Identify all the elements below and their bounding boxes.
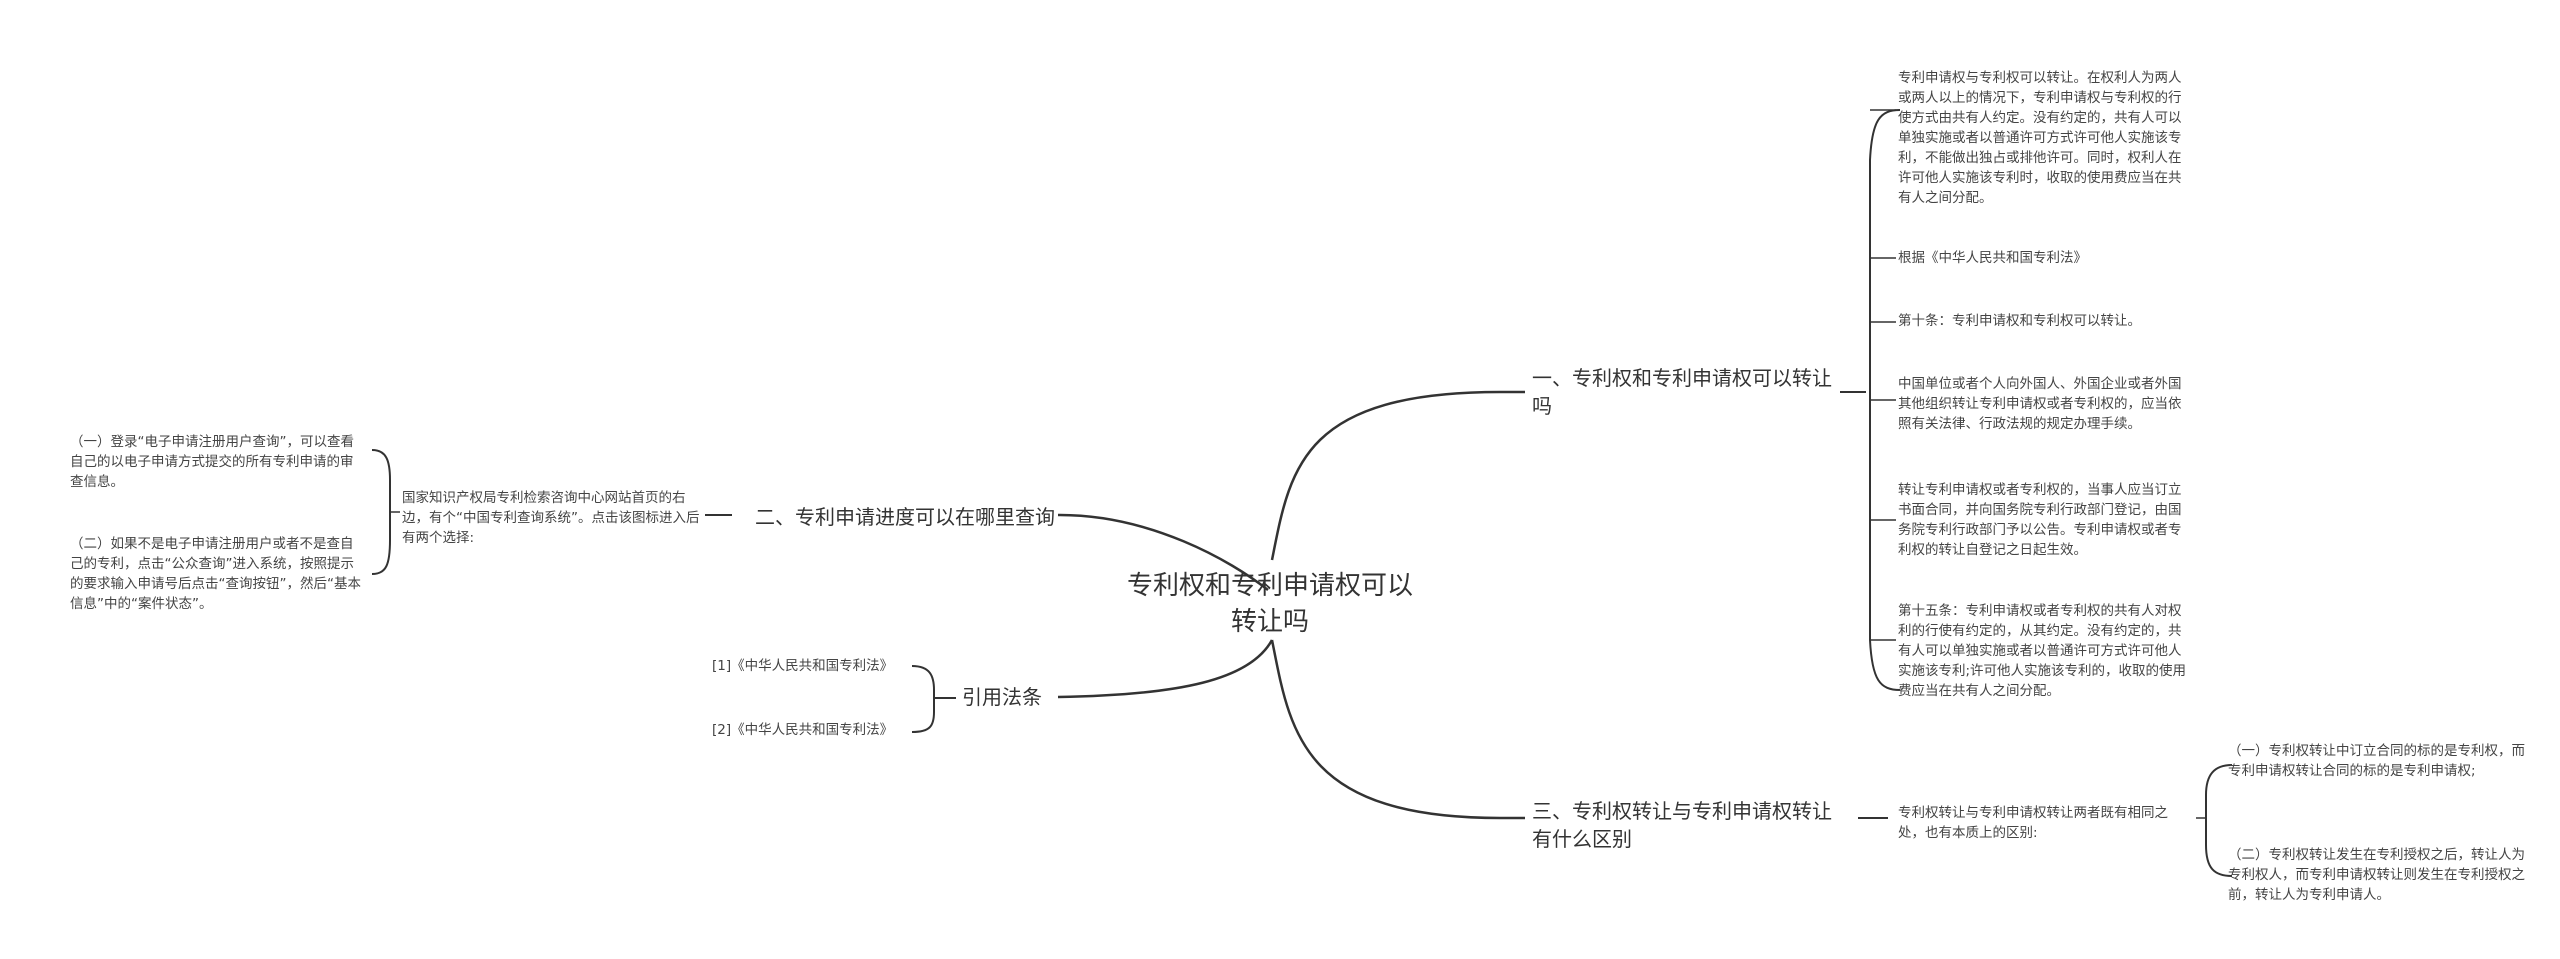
b1-leaf-1: 专利申请权与专利权可以转让。在权利人为两人或两人以上的情况下，专利申请权与专利权… [1898, 70, 2182, 206]
b1-leaf-5: 转让专利申请权或者专利权的，当事人应当订立书面合同，并向国务院专利行政部门登记，… [1898, 482, 2182, 558]
law-citation-1: [1]《中华人民共和国专利法》 [712, 658, 894, 674]
link-root-b1 [1270, 390, 1525, 561]
brace-b3 [2205, 764, 2233, 877]
b3-subleaf-2: （二）专利权转让发生在专利授权之后，转让人为专利权人，而专利申请权转让则发生在专… [2228, 847, 2525, 903]
b2-leaf: 国家知识产权局专利检索咨询中心网站首页的右边，有个“中国专利查询系统”。点击该图… [402, 490, 700, 546]
branch-transferability[interactable]: 一、专利权和专利申请权可以转让吗 [1532, 366, 1832, 418]
branch-progress-query[interactable]: 二、专利申请进度可以在哪里查询 [755, 505, 1055, 529]
brace-b2 [371, 449, 391, 575]
b1-leaf-6: 第十五条：专利申请权或者专利权的共有人对权利的行使有约定的，从其约定。没有约定的… [1898, 603, 2187, 699]
brace-b4 [911, 665, 935, 733]
b1-leaf-3: 第十条：专利申请权和专利权可以转让。 [1898, 313, 2141, 329]
law-citation-2: [2]《中华人民共和国专利法》 [712, 722, 894, 738]
root-topic[interactable]: 专利权和专利申请权可以转让吗 [1126, 571, 1413, 637]
link-root-b2 [1058, 513, 1269, 591]
b1-leaf-4: 中国单位或者个人向外国人、外国企业或者外国其他组织转让专利申请权或者专利权的，应… [1898, 376, 2182, 432]
branch-cited-laws[interactable]: 引用法条 [962, 685, 1042, 709]
b3-subleaf-1: （一）专利权转让中订立合同的标的是专利权，而专利申请权转让合同的标的是专利申请权… [2228, 743, 2525, 779]
branch-differences[interactable]: 三、专利权转让与专利申请权转让有什么区别 [1532, 799, 1832, 851]
b2-subleaf-1: （一）登录“电子申请注册用户查询”，可以查看自己的以电子申请方式提交的所有专利申… [70, 434, 354, 490]
link-root-b4 [1057, 639, 1274, 699]
link-root-b3 [1270, 639, 1525, 820]
b2-subleaf-2: （二）如果不是电子申请注册用户或者不是查自己的专利，点击“公众查询”进入系统，按… [70, 536, 361, 612]
b3-leaf: 专利权转让与专利申请权转让两者既有相同之处，也有本质上的区别: [1898, 805, 2168, 841]
b1-leaf-2: 根据《中华人民共和国专利法》 [1898, 250, 2087, 266]
